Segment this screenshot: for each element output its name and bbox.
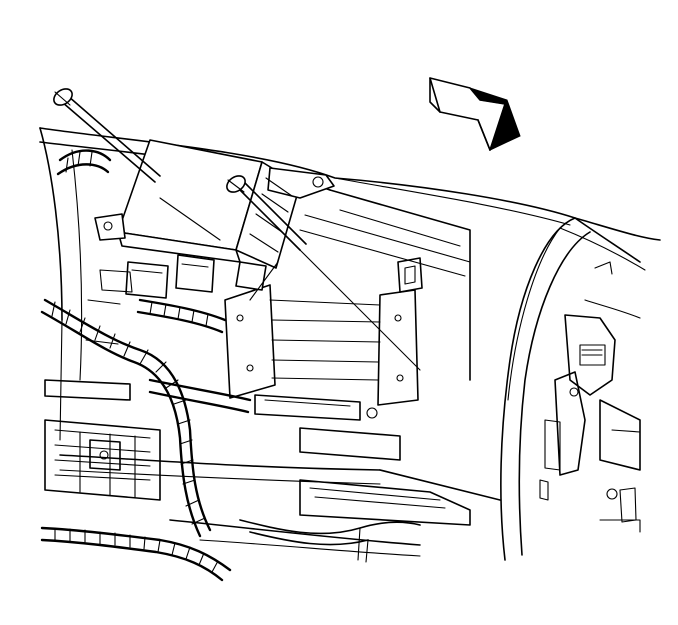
bolt-center [226,175,307,251]
bolt-top-left [53,88,161,183]
control-module [94,139,335,299]
leader-lines [159,197,421,371]
side-mechanism [539,261,641,533]
mounting-bracket [224,257,423,461]
instrument-panel [39,127,661,561]
left-structure [44,269,161,501]
direction-arrow-icon [429,77,521,151]
